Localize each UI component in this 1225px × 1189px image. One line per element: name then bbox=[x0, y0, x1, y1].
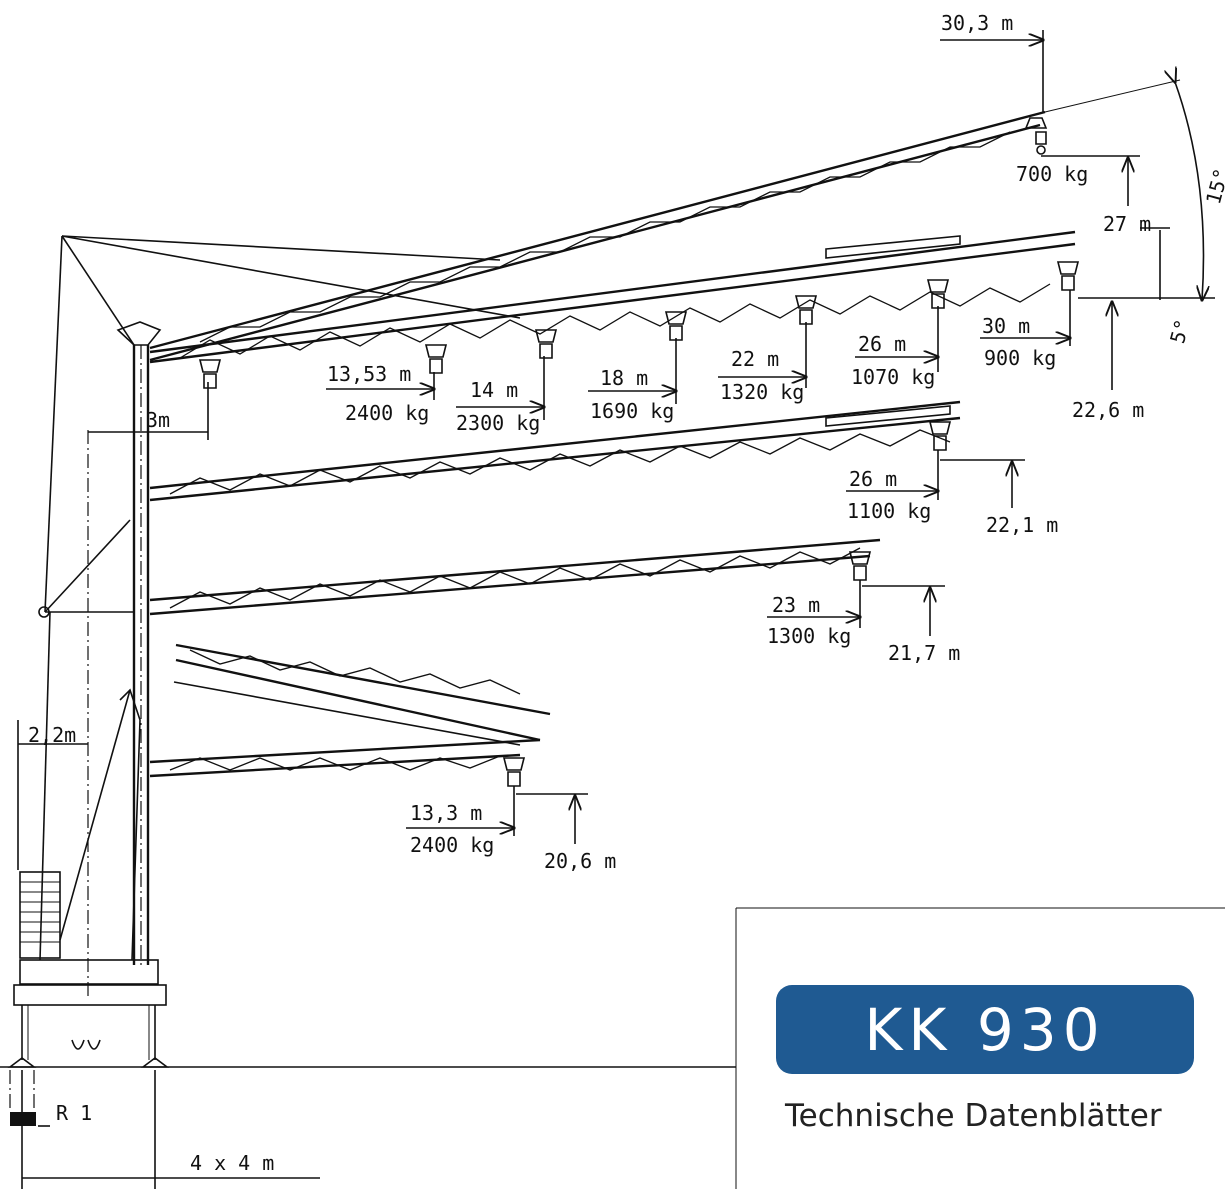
label-1690kg: 1690 kg bbox=[590, 399, 674, 423]
label-base-dim: 4 x 4 m bbox=[190, 1151, 274, 1175]
label-21-7m: 21,7 m bbox=[888, 641, 960, 665]
label-13-53m: 13,53 m bbox=[327, 362, 411, 386]
ballast-marker bbox=[10, 1112, 36, 1126]
label-22-1m: 22,1 m bbox=[986, 513, 1058, 537]
label-23m: 23 m bbox=[772, 593, 820, 617]
label-22m: 22 m bbox=[731, 347, 779, 371]
crane-mast bbox=[38, 235, 162, 1000]
label-20-6m: 20,6 m bbox=[544, 849, 616, 873]
hooks-5deg bbox=[198, 261, 1080, 389]
dimension-labels: 30,3 m 700 kg 27 m 15° 5° 30 m 900 kg 22… bbox=[28, 11, 1225, 1175]
jib-folded bbox=[149, 643, 551, 787]
jib-horizontal-3 bbox=[149, 400, 961, 502]
label-2400kg-a: 2400 kg bbox=[345, 401, 429, 425]
label-700kg: 700 kg bbox=[1016, 162, 1088, 186]
jib-horizontal-4 bbox=[149, 538, 881, 616]
jib-5deg bbox=[149, 230, 1076, 364]
label-1320kg: 1320 kg bbox=[720, 380, 804, 404]
label-1070kg: 1070 kg bbox=[851, 365, 935, 389]
label-18m: 18 m bbox=[600, 366, 648, 390]
label-1100kg: 1100 kg bbox=[847, 499, 931, 523]
label-27m: 27 m bbox=[1103, 212, 1151, 236]
label-r1: R 1 bbox=[56, 1101, 92, 1125]
label-2300kg: 2300 kg bbox=[456, 411, 540, 435]
label-14m: 14 m bbox=[470, 378, 518, 402]
top-reach-label: 30,3 m bbox=[941, 11, 1013, 35]
label-30m: 30 m bbox=[982, 314, 1030, 338]
label-900kg: 900 kg bbox=[984, 346, 1056, 370]
model-badge: KK 930 bbox=[776, 985, 1194, 1074]
label-1300kg: 1300 kg bbox=[767, 624, 851, 648]
dimension-lines bbox=[9, 30, 1215, 1189]
label-26m-a: 26 m bbox=[858, 332, 906, 356]
label-22-6m: 22,6 m bbox=[1072, 398, 1144, 422]
jib-15deg bbox=[61, 79, 1181, 362]
angle-15-label: 15° bbox=[1201, 166, 1225, 207]
label-13-3m: 13,3 m bbox=[410, 801, 482, 825]
label-2-2m: 2,2m bbox=[28, 723, 76, 747]
angle-5-label: 5° bbox=[1165, 317, 1194, 346]
subtitle: Technische Datenblätter bbox=[785, 1098, 1162, 1134]
label-26m-b: 26 m bbox=[849, 467, 897, 491]
label-3m: 3m bbox=[146, 408, 170, 432]
label-2400kg-b: 2400 kg bbox=[410, 833, 494, 857]
